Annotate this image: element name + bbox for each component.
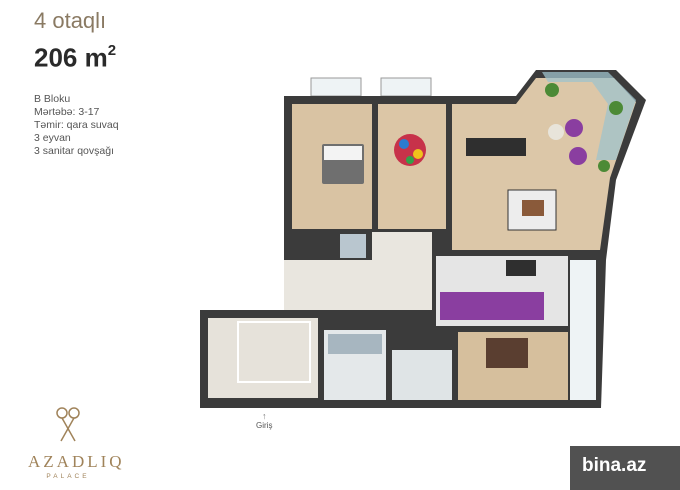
coffee-table [522,200,544,216]
armchair-purple-2 [569,147,587,165]
entry-hall [208,318,318,398]
rug-dot-yellow [413,149,423,159]
brand-name: AZADLIQ [28,452,125,471]
kids-room [378,104,446,229]
area-value: 206 m [34,42,108,73]
detail-bathrooms: 3 sanitar qovşağı [34,144,114,157]
bath-floor [328,334,382,354]
entrance-marker: ↑ Giriş [256,411,273,431]
area-unit: 2 [107,42,117,59]
hallway [284,232,432,310]
listing-info: 4 otaqlı 206 m2 B Bloku Mərtəbə: 3-17 Tə… [34,8,119,158]
key-logo-icon [56,407,80,442]
floor-plan [200,70,646,408]
arrow-up-icon: ↑ [261,411,267,421]
glass-balcony [542,72,636,160]
detail-balconies: 3 eyvan [34,131,71,144]
brand-logo: AZADLIQ PALACE [28,405,125,480]
bed-right [486,338,528,368]
top-balcony-right [380,77,432,97]
plant-1 [545,83,559,97]
dining-table [466,138,526,156]
details-list: B Bloku Mərtəbə: 3-17 Təmir: qara suvaq … [34,93,119,158]
pillows-left [324,146,362,160]
round-table [548,124,564,140]
side-balcony [570,260,596,400]
watermark: bina.az [570,446,680,490]
plant-2 [609,101,623,115]
room-count: 4 otaqlı [34,8,107,33]
rug-dot-green [406,156,414,164]
area-title: 206 m2 [34,36,119,75]
rug-dot-blue [399,139,409,149]
bathroom-2 [392,350,452,400]
hall-floor-pattern [237,321,311,383]
watermark-text: bina.az [582,455,647,476]
living-room [452,78,636,250]
kitchen-counter [440,292,544,320]
brand-subtitle: PALACE [46,473,90,480]
entrance-label: Giriş [256,421,273,430]
kitchen-island [506,260,536,276]
plant-3 [598,160,610,172]
top-balcony-left [310,77,362,97]
small-bath [340,234,366,258]
armchair-purple-1 [565,119,583,137]
detail-floor: Mərtəbə: 3-17 [34,105,100,118]
detail-renovation: Təmir: qara suvaq [34,118,119,131]
detail-block: B Bloku [34,92,71,105]
